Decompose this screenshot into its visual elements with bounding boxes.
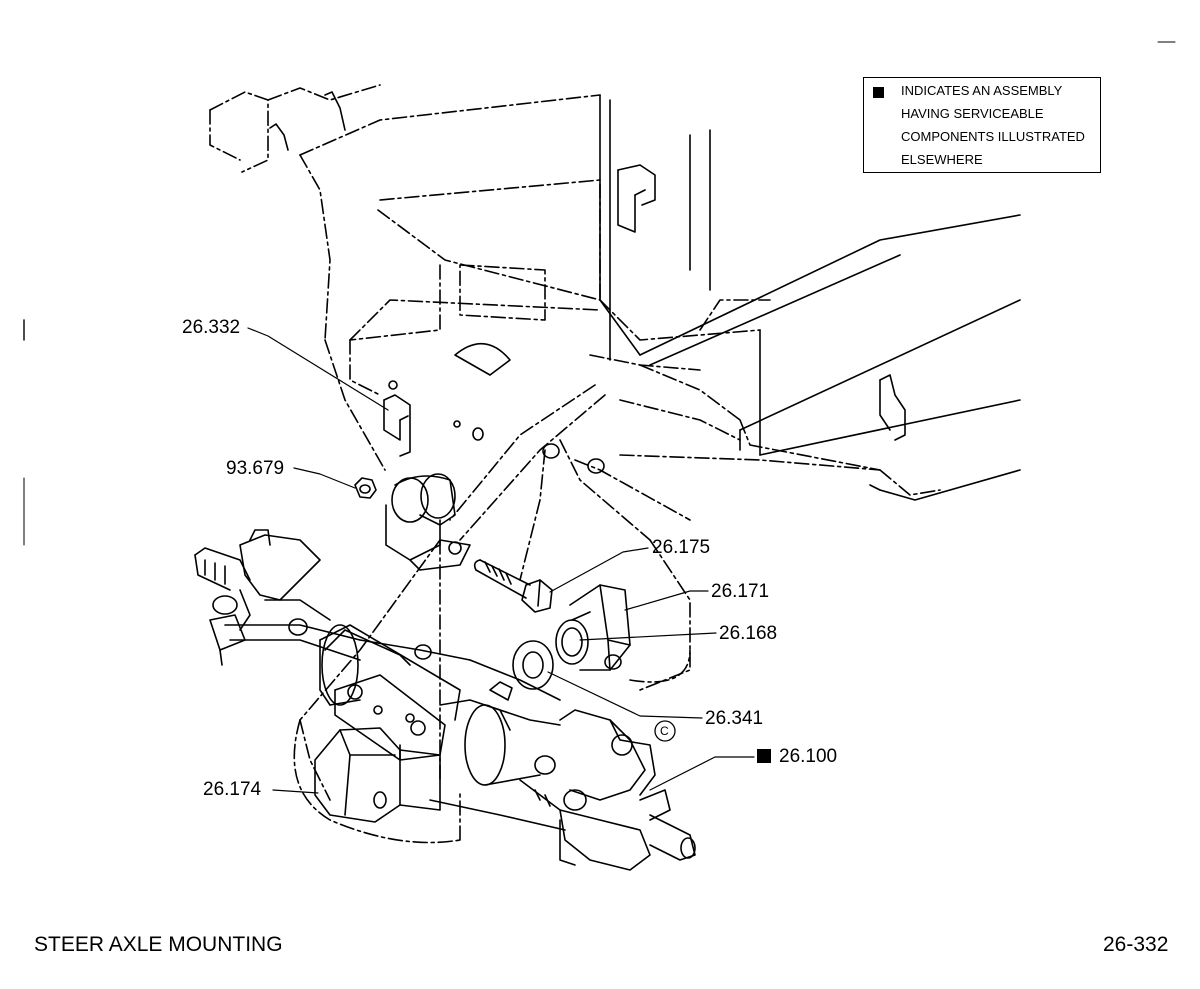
callout-26168: 26.168 <box>719 623 778 644</box>
part-26175-bolt <box>473 559 553 613</box>
frame-phantom <box>209 84 941 801</box>
copyright-circle <box>654 720 676 742</box>
callout-26100-label: 26.100 <box>779 746 838 767</box>
callout-26100: 26.100 <box>757 747 837 766</box>
callout-26175: 26.175 <box>652 537 711 558</box>
callout-26171: 26.171 <box>711 581 770 602</box>
legend-box: INDICATES AN ASSEMBLY HAVING SERVICEABLE… <box>863 77 1101 173</box>
leader-lines <box>247 327 755 794</box>
callout-26341: 26.341 <box>705 708 764 729</box>
assembly-square-icon <box>757 749 771 763</box>
part-93679-nut <box>354 477 377 499</box>
copyright-symbol: C <box>660 724 669 738</box>
frame-clip-upper <box>617 164 656 233</box>
callout-26174: 26.174 <box>203 779 262 800</box>
legend-square-icon <box>873 87 884 98</box>
callout-26332: 26.332 <box>182 317 241 338</box>
axle-mount-bracket <box>385 473 471 571</box>
legend-line-4: ELSEWHERE <box>901 152 983 167</box>
axle-body <box>194 529 696 871</box>
part-26341-washer <box>512 640 554 690</box>
frame-rail-solid <box>599 94 1021 501</box>
page-title: STEER AXLE MOUNTING <box>34 933 283 956</box>
legend-line-2: HAVING SERVICEABLE <box>901 106 1044 121</box>
legend-line-3: COMPONENTS ILLUSTRATED <box>901 129 1085 144</box>
legend-line-1: INDICATES AN ASSEMBLY <box>901 83 1063 98</box>
part-26168-sleeve <box>555 611 591 665</box>
frame-bracket-right <box>879 374 906 441</box>
frame-bracket-left-top <box>269 91 346 151</box>
page-code: 26-332 <box>1103 933 1169 956</box>
callout-93679: 93.679 <box>226 458 285 479</box>
phantom-loops <box>293 649 691 844</box>
part-26332-clip <box>383 394 411 457</box>
part-26171-block <box>569 584 631 671</box>
part-26174-block <box>314 727 441 823</box>
